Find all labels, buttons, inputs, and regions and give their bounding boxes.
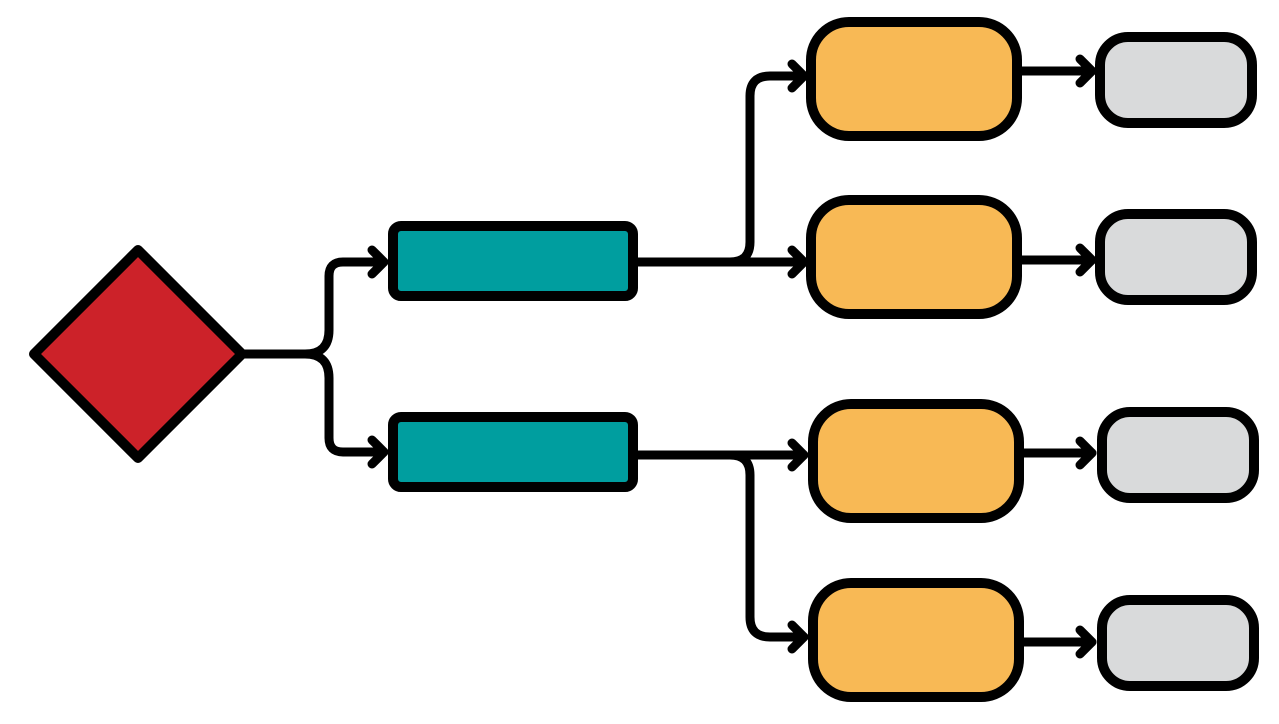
edge-root-branch-bottom <box>300 349 389 457</box>
end-3-node <box>1097 407 1259 503</box>
edge-branch-top-leaf-1 <box>725 71 809 267</box>
arrowhead-branch-top <box>367 245 389 279</box>
branch-top-node <box>388 221 638 301</box>
end-1-node <box>1095 32 1257 128</box>
leaf-4-node <box>808 578 1024 702</box>
arrowhead-leaf-4 <box>787 620 809 654</box>
arrowhead-leaf-1 <box>787 59 809 93</box>
leaf-2-node <box>806 195 1022 319</box>
edge-branch-bottom-leaf-4 <box>725 450 809 642</box>
connectors <box>235 66 1097 647</box>
leaf-1-node <box>806 17 1022 141</box>
branch-bottom-node <box>388 412 638 492</box>
arrowhead-branch-bottom <box>367 435 389 469</box>
arrowhead-end-4 <box>1075 625 1097 659</box>
arrowhead-end-3 <box>1075 436 1097 470</box>
root-diamond-node <box>29 245 247 463</box>
arrowhead-leaf-3 <box>787 438 809 472</box>
arrowhead-leaf-2 <box>787 245 809 279</box>
end-2-node <box>1095 209 1257 305</box>
nodes <box>29 17 1259 702</box>
arrowhead-end-1 <box>1075 54 1097 88</box>
end-4-node <box>1097 595 1259 691</box>
arrowhead-end-2 <box>1075 243 1097 277</box>
edge-root-branch-top <box>235 257 389 359</box>
arrowheads <box>367 54 1097 659</box>
leaf-3-node <box>808 399 1024 523</box>
